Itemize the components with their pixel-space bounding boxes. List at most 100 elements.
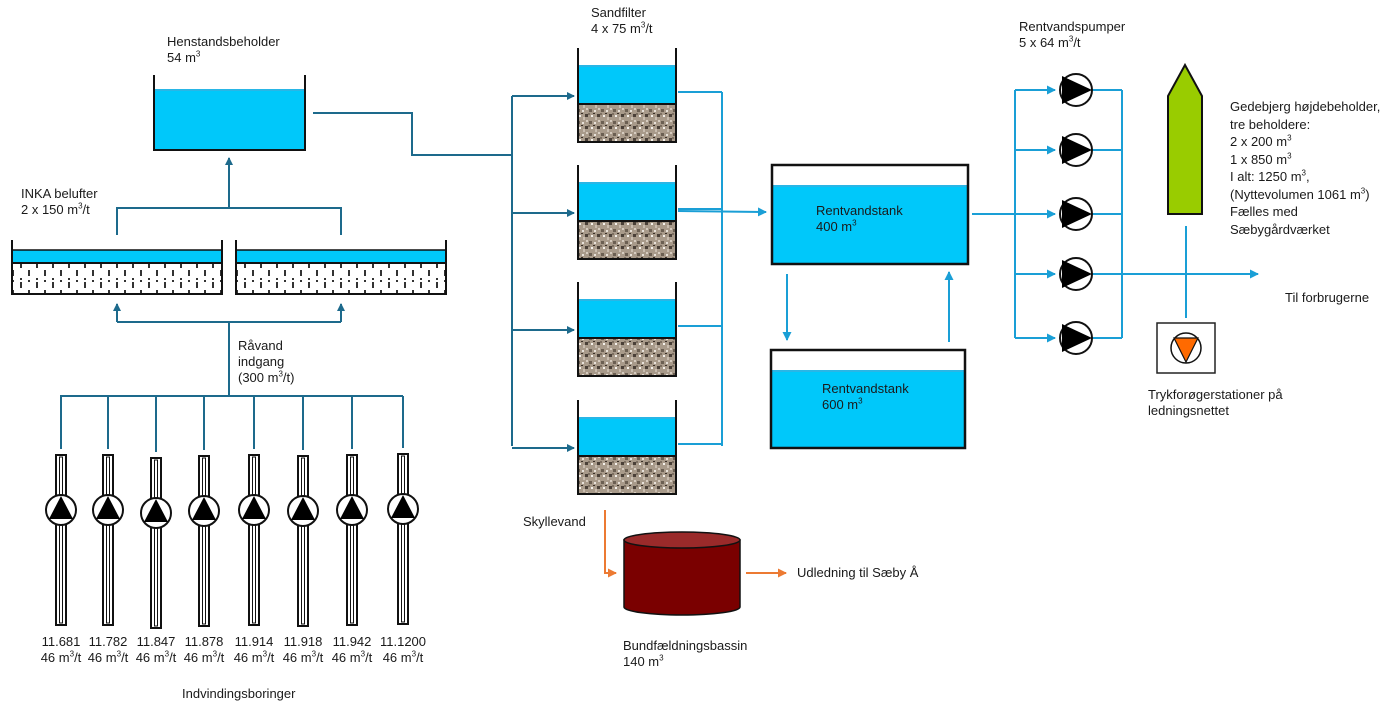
gedebjerg-water-tower [1167,62,1203,215]
sandfilter-name: Sandfilter [591,5,646,20]
well-flow: 46 m3/t [118,650,194,666]
henstand-capacity: 54 m3 [167,50,280,66]
well-flow-sup: 3 [262,649,268,659]
basin-label: Bundfældningsbassin 140 m3 [623,638,747,670]
raw-water-flow-suffix: /t) [282,370,295,385]
well-flow-value: 46 m [87,650,117,665]
henstand-capacity-sup: 3 [195,49,201,59]
well-id: 11.918 [283,634,323,649]
well-pump-triangle [49,496,73,519]
clean-water-pump-5 [1015,321,1122,355]
clean-water-pump-1 [1015,73,1122,107]
well-flow-value: 46 m [183,650,213,665]
well-inner-tube [350,456,354,624]
well-flow-value: 46 m [135,650,165,665]
consumers-label: Til forbrugerne [1285,290,1370,305]
filter-sand [578,221,676,259]
filter-sand [578,338,676,376]
well-pump-triangle [144,499,168,522]
tank400-name: Rentvandstank [816,203,903,218]
sand-filter-1 [512,48,722,143]
raw-water-flow-sup: 3 [278,369,283,379]
well-flow: 46 m 3/t [70,650,146,666]
well-8 [387,396,419,625]
tower-line1: Gedebjerg højdebeholder, [1230,99,1381,114]
henstand-label: Henstandsbeholder 54 m3 [167,34,280,66]
sandfilter-label: Sandfilter 4 x 75 m3/t [591,5,653,37]
well-pump-triangle [242,496,266,519]
filter-water [578,183,676,221]
well-flow: 46 m3/t [365,650,441,666]
tank400-capacity-sup: 3 [852,218,857,228]
filter-sand [578,456,676,494]
well-inner-tube [154,459,158,627]
well-flow-value: 46 m [282,650,312,665]
tower-line8: Sæbygårdværket [1230,221,1330,237]
pump-triangle [1062,200,1092,228]
henstand-name: Henstandsbeholder [167,34,280,49]
clean-water-pump-2 [1015,133,1122,167]
booster-label: Trykforøgerstationer på ledningsnettet [1148,387,1283,419]
inka-capacity: 2 x 150 m3/t [21,202,98,218]
sand-filter-4 [512,400,722,495]
arrow-filters-to-tank400 [677,207,767,217]
well-inner-tube [301,457,305,625]
booster-line1: Trykforøgerstationer på [1148,387,1283,402]
pumps-capacity-value: 5 x 64 m [1019,35,1069,50]
well-flow: 46 m3/t [265,650,341,666]
tower-line6-suffix: ) [1365,186,1370,202]
raw-water-line3: (300 m3/t) [238,370,294,386]
basin-capacity: 140 m3 [623,654,747,670]
well-flow-sup: 3 [164,649,170,659]
filter-walls [577,165,677,260]
filter-walls [577,48,677,143]
well-id: 11.1200 [379,634,427,649]
well-flow-sup: 3 [360,649,366,659]
well-pump-triangle [96,496,120,519]
well-id: 11.847 [136,634,176,649]
inka-capacity-suffix: /t [82,202,90,217]
inka-name: INKA belufter [21,186,98,201]
well-pump-triangle [291,497,315,520]
well-inner-tube [252,456,256,624]
well-pump-triangle [192,497,216,520]
raw-water-line2: indgang [238,354,285,369]
well-inner-tube [401,455,405,623]
well-7 [336,396,368,626]
henstand-capacity-value: 54 m [167,50,196,65]
well-flow: 46 m3/t [23,650,99,666]
inka-label: INKA belufter 2 x 150 m3/t [21,186,98,218]
tower-line2: tre beholdere: [1230,116,1311,132]
well-flow-suffix: /t [74,650,82,665]
well-5 [238,396,270,626]
pumps-capacity-sup: 3 [1068,34,1074,44]
basin-name: Bundfældningsbassin [623,638,748,653]
sandfilter-capacity-value: 4 x 75 m [591,21,641,36]
tank600-capacity-sup: 3 [858,396,863,406]
inka-capacity-sup: 3 [78,201,83,211]
well-flow-sup: 3 [69,649,75,659]
well-id: 11.914 [234,634,274,649]
tank400-label: Rentvandstank 400 m3 [816,203,903,235]
tower-line6-text: (Nyttevolumen 1061 m [1230,186,1361,202]
tower-line5-suffix: , [1306,169,1310,184]
well-flow: 46 m3/t [216,650,292,666]
well-flow-sup: 3 [212,649,218,659]
filter-water [578,300,676,338]
filter-sand [578,104,676,142]
well-flow-value: 46 m [233,650,263,665]
sand-filter-3 [512,282,722,377]
clean-water-tank-600 [769,348,967,450]
well-6 [287,396,319,627]
sandfilter-capacity: 4 x 75 m3/t [591,21,653,37]
raw-water-label: Råvand indgang (300 m3/t) [238,338,294,386]
sandfilter-capacity-suffix: /t [645,21,653,36]
well-pump-triangle [391,495,415,518]
basin-capacity-sup: 3 [659,653,664,663]
tank600-label: Rentvandstank 600 m3 [822,381,909,413]
tower-line4: 1 x 850 m3 [1230,151,1380,169]
